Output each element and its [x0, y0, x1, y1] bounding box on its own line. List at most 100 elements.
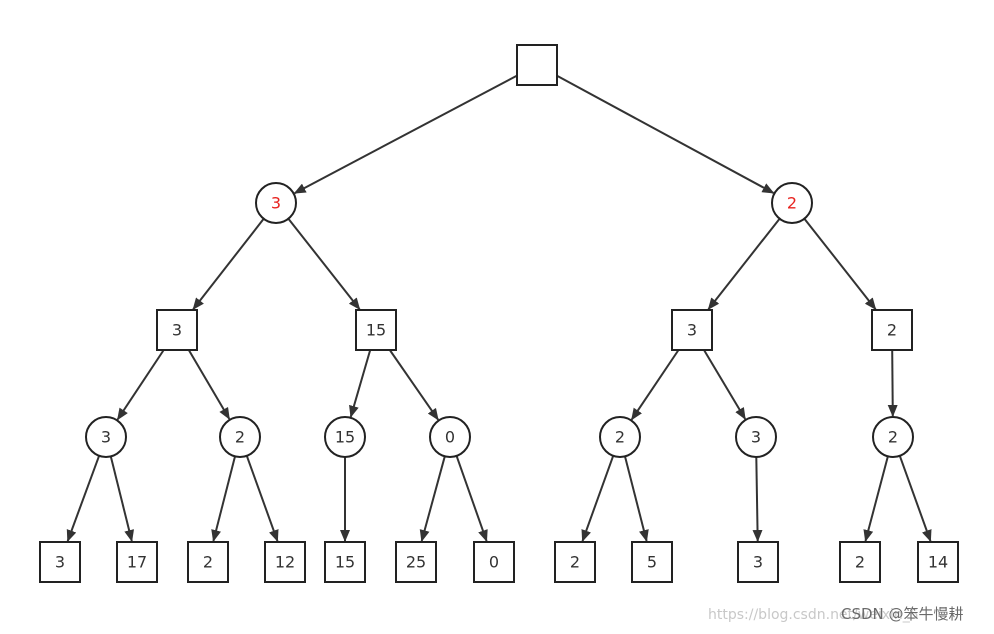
node-shape [219, 416, 261, 458]
edge-L-to-LA [192, 218, 265, 310]
node-shape [671, 309, 713, 351]
edge-RB1-to-l11 [863, 456, 889, 542]
square-node-l6: 25 [395, 541, 437, 583]
square-node-l7: 0 [473, 541, 515, 583]
square-node-l11: 2 [839, 541, 881, 583]
edge-LB2-to-l7 [455, 455, 488, 543]
square-node-root [516, 44, 558, 86]
edge-RA2-to-l10 [752, 456, 763, 542]
node-shape [324, 416, 366, 458]
edge-LA2-to-l3 [211, 456, 236, 542]
edge-LA-to-LA1 [116, 349, 165, 421]
node-label: 25 [406, 553, 426, 572]
square-node-l1: 3 [39, 541, 81, 583]
square-node-l4: 12 [264, 541, 306, 583]
node-label: 2 [787, 194, 797, 213]
edge-RB1-to-l12 [898, 455, 932, 543]
edge-LA1-to-l1 [66, 455, 101, 543]
watermark-author: CSDN @笨牛慢耕 [841, 605, 964, 623]
edge-LB2-to-l6 [419, 456, 446, 542]
node-label: 2 [235, 428, 245, 447]
node-label: 2 [203, 553, 213, 572]
node-label: 2 [570, 553, 580, 572]
node-label: 2 [615, 428, 625, 447]
node-label: 2 [887, 321, 897, 340]
circle-node-LA2: 2 [219, 416, 261, 458]
circle-node-R: 2 [771, 182, 813, 224]
square-node-l12: 14 [917, 541, 959, 583]
node-shape [156, 309, 198, 351]
circle-node-L: 3 [255, 182, 297, 224]
node-label: 12 [275, 553, 295, 572]
node-label: 3 [751, 428, 761, 447]
edge-LB-to-LB1 [349, 349, 372, 418]
node-label: 2 [888, 428, 898, 447]
circle-node-LB2: 0 [429, 416, 471, 458]
circle-node-LA1: 3 [85, 416, 127, 458]
edge-R-to-RA [707, 218, 781, 310]
edge-RA1-to-l8 [581, 455, 615, 543]
node-shape [85, 416, 127, 458]
node-shape [429, 416, 471, 458]
node-label: 15 [366, 321, 386, 340]
edge-root-to-R [556, 74, 775, 194]
edge-LA-to-LA2 [187, 349, 231, 420]
circle-node-RA2: 3 [735, 416, 777, 458]
node-label: 3 [271, 194, 281, 213]
square-node-l5: 15 [324, 541, 366, 583]
node-shape [39, 541, 81, 583]
node-shape [917, 541, 959, 583]
node-label: 15 [335, 428, 355, 447]
node-shape [324, 541, 366, 583]
node-shape [839, 541, 881, 583]
edge-LA1-to-l2 [109, 456, 135, 542]
square-node-LB: 15 [355, 309, 397, 351]
node-shape [187, 541, 229, 583]
node-label: 15 [335, 553, 355, 572]
watermark-url: https://blog.csdn.net/weixin_5 [708, 607, 919, 623]
edge-R-to-RB [803, 218, 877, 310]
node-label: 14 [928, 553, 948, 572]
node-shape [554, 541, 596, 583]
square-node-l10: 3 [737, 541, 779, 583]
node-label: 3 [101, 428, 111, 447]
node-shape [631, 541, 673, 583]
edge-L-to-LB [287, 218, 361, 310]
circle-node-RB1: 2 [872, 416, 914, 458]
node-shape [737, 541, 779, 583]
square-node-RA: 3 [671, 309, 713, 351]
node-shape [516, 44, 558, 86]
node-shape [871, 309, 913, 351]
node-label: 0 [489, 553, 499, 572]
node-shape [735, 416, 777, 458]
edge-RA1-to-l9 [624, 456, 649, 542]
circle-node-RA1: 2 [599, 416, 641, 458]
square-node-l8: 2 [554, 541, 596, 583]
node-shape [264, 541, 306, 583]
square-node-l9: 5 [631, 541, 673, 583]
node-label: 3 [172, 321, 182, 340]
node-label: 17 [127, 553, 147, 572]
square-node-l3: 2 [187, 541, 229, 583]
node-label: 2 [855, 553, 865, 572]
node-shape [872, 416, 914, 458]
circle-node-LB1: 15 [324, 416, 366, 458]
node-shape [255, 182, 297, 224]
node-label: 0 [445, 428, 455, 447]
node-shape [473, 541, 515, 583]
node-shape [116, 541, 158, 583]
node-shape [395, 541, 437, 583]
edge-root-to-L [293, 74, 518, 195]
node-shape [599, 416, 641, 458]
edge-RA-to-RA2 [703, 349, 747, 420]
square-node-RB: 2 [871, 309, 913, 351]
edge-RB-to-RB1 [887, 349, 898, 417]
square-node-l2: 17 [116, 541, 158, 583]
node-label: 3 [753, 553, 763, 572]
edge-RA-to-RA1 [630, 349, 680, 421]
node-shape [771, 182, 813, 224]
node-shape [355, 309, 397, 351]
